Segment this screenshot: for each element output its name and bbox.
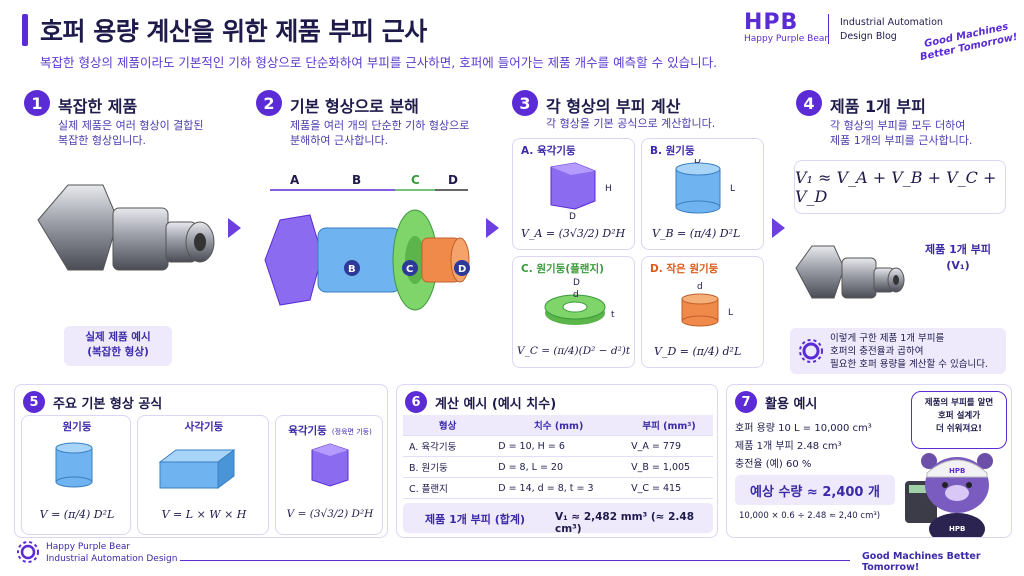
step2-panel: 2 기본 형상으로 분해 제품을 여러 개의 단순한 기하 형상으로 분해하여 … bbox=[250, 90, 480, 372]
svg-text:L: L bbox=[730, 184, 735, 194]
dim-label-a: A bbox=[290, 173, 300, 187]
formula-cylinder: V = (π/4) D²L bbox=[39, 508, 115, 521]
quantity-calc: 10,000 × 0.6 ÷ 2.48 ≈ 2,40 cm³) bbox=[739, 511, 881, 521]
table-row: A. 육각기둥 D = 10, H = 6 V_A = 779 bbox=[403, 435, 713, 457]
step4-number: 4 bbox=[796, 90, 822, 116]
brand-logo: HPB bbox=[744, 10, 799, 35]
speech-bubble: 제품의 부피를 알면 호퍼 설계가 더 쉬워져요! bbox=[911, 391, 1007, 449]
small-cylinder-icon: d L bbox=[681, 282, 733, 327]
flange-ring-icon: D d t bbox=[544, 278, 615, 325]
arrow-2-3 bbox=[486, 218, 499, 238]
hex-prism-icon bbox=[311, 443, 349, 487]
svg-text:D: D bbox=[569, 212, 576, 219]
formula-c: V_C = (π/4)(D² − d²)t bbox=[517, 345, 631, 357]
dim-label-c: C bbox=[411, 173, 420, 187]
footer-brand: Happy Purple Bear Industrial Automation … bbox=[46, 542, 178, 564]
arrow-1-2 bbox=[228, 218, 241, 238]
cylinder-icon-b: D L bbox=[675, 159, 735, 214]
step5-panel: 5 주요 기본 형상 공식 원기둥 V = (π/4) D²L 사각기둥 V =… bbox=[14, 384, 388, 538]
step3-title: 각 형상의 부피 계산 bbox=[546, 97, 681, 116]
svg-text:L: L bbox=[728, 308, 733, 318]
brand-subtitle: Happy Purple Bear bbox=[744, 34, 829, 44]
formula-card-cylinder: 원기둥 V = (π/4) D²L bbox=[21, 415, 131, 535]
dim-label-b: B bbox=[352, 173, 361, 187]
table-row: C. 플랜지 D = 14, d = 8, t = 3 V_C = 415 bbox=[403, 477, 713, 499]
svg-text:HPB: HPB bbox=[949, 525, 965, 533]
blog-name: Industrial Automation Design Blog bbox=[840, 17, 943, 42]
step3-number: 3 bbox=[512, 90, 538, 116]
step7-number: 7 bbox=[735, 391, 757, 413]
formula-a: V_A = (3√3/2) D²H bbox=[521, 227, 626, 240]
decomposed-shapes-illustration: A B C D B C D bbox=[264, 173, 470, 311]
dim-label-d: D bbox=[448, 173, 458, 187]
shape-card-c: C. 원기둥(플랜지) D d t V_C = (π/4)(D² − d²)t bbox=[512, 256, 635, 368]
unit-volume: 제품 1개 부피 2.48 cm³ bbox=[735, 441, 842, 452]
brand-divider bbox=[828, 14, 829, 44]
step5-title: 주요 기본 형상 공식 bbox=[53, 397, 163, 412]
step5-number: 5 bbox=[23, 391, 45, 413]
footer-divider bbox=[180, 560, 850, 561]
hopper-capacity: 호퍼 용량 10 L = 10,000 cm³ bbox=[735, 423, 872, 434]
step1-number: 1 bbox=[24, 90, 50, 116]
svg-text:H: H bbox=[605, 184, 612, 194]
box-prism-icon bbox=[158, 449, 236, 489]
formula-box: V = L × W × H bbox=[161, 508, 247, 521]
step4-panel: 4 제품 1개 부피 각 형상의 부피를 모두 더하여 제품 1개의 부피를 근… bbox=[790, 90, 1012, 374]
fill-rate: 충전율 (예) 60 % bbox=[735, 459, 812, 470]
svg-text:HPB: HPB bbox=[949, 467, 965, 475]
part-b-marker bbox=[344, 260, 360, 276]
step2-title: 기본 형상으로 분해 bbox=[290, 97, 419, 116]
formula-b: V_B = (π/4) D²L bbox=[652, 227, 741, 240]
gear-icon bbox=[17, 541, 39, 563]
arrow-3-4 bbox=[772, 218, 785, 238]
formula-card-hex: 육각기둥 (정육면 기둥) V = (3√3/2) D²H bbox=[275, 415, 383, 535]
product-icon bbox=[795, 245, 905, 299]
shape-card-d: D. 작은 원기둥 d L V_D = (π/4) d²L bbox=[641, 256, 764, 368]
total-volume-row: 제품 1개 부피 (합계) V₁ ≈ 2,482 mm³ (≈ 2.48 cm³… bbox=[403, 503, 713, 535]
svg-text:B: B bbox=[348, 264, 356, 275]
shape-card-a: A. 육각기둥 H D V_A = (3√3/2) D²H bbox=[512, 138, 635, 250]
page-title: 호퍼 용량 계산을 위한 제품 부피 근사 bbox=[40, 17, 427, 46]
svg-text:D: D bbox=[573, 278, 580, 288]
step6-panel: 6 계산 예시 (예시 치수) 형상 치수 (mm) 부피 (mm³) A. 육… bbox=[396, 384, 718, 538]
formula-card-box: 사각기둥 V = L × W × H bbox=[137, 415, 269, 535]
footer-slogan: Good Machines Better Tomorrow! bbox=[862, 551, 981, 573]
table-row: B. 원기둥 D = 8, L = 20 V_B = 1,005 bbox=[403, 456, 713, 478]
step3-desc: 각 형상을 기본 공식으로 계산합니다. bbox=[546, 117, 716, 130]
gear-icon bbox=[799, 339, 823, 363]
step6-title: 계산 예시 (예시 치수) bbox=[435, 397, 557, 412]
svg-text:D: D bbox=[458, 264, 466, 275]
bear-mascot-icon: HPB HPB bbox=[905, 453, 993, 537]
step1-caption: 실제 제품 예시 (복잡한 형상) bbox=[64, 326, 172, 366]
svg-text:d: d bbox=[697, 282, 703, 292]
step3-panel: 3 각 형상의 부피 계산 각 형상을 기본 공식으로 계산합니다. A. 육각… bbox=[506, 90, 768, 372]
step7-panel: 7 활용 예시 호퍼 용량 10 L = 10,000 cm³ 제품 1개 부피… bbox=[726, 384, 1012, 538]
step4-note: 이렇게 구한 제품 1개 부피를 호퍼의 충전율과 곱하여 필요한 호퍼 용량을… bbox=[790, 328, 1006, 374]
step1-desc: 실제 제품은 여러 형상이 결합된 복잡한 형상입니다. bbox=[58, 119, 204, 147]
cylinder-icon bbox=[55, 442, 93, 488]
svg-text:d: d bbox=[573, 290, 579, 300]
svg-text:C: C bbox=[406, 264, 413, 275]
svg-text:t: t bbox=[611, 310, 615, 320]
svg-text:D: D bbox=[694, 159, 701, 166]
total-volume-formula: V₁ ≈ V_A + V_B + V_C + V_D bbox=[794, 160, 1006, 214]
page-subtitle: 복잡한 형상의 제품이라도 기본적인 기하 형상으로 단순화하여 부피를 근사하… bbox=[40, 55, 718, 70]
hex-prism-icon: H D bbox=[550, 162, 612, 219]
step4-title: 제품 1개 부피 bbox=[830, 97, 926, 116]
title-accent-bar bbox=[22, 14, 28, 46]
formula-d: V_D = (π/4) d²L bbox=[654, 345, 742, 358]
estimated-quantity: 예상 수량 ≈ 2,400 개 bbox=[735, 475, 895, 505]
formula-hex: V = (3√3/2) D²H bbox=[286, 508, 374, 520]
complex-product-illustration bbox=[37, 184, 215, 271]
product-volume-label: 제품 1개 부피 (V₁) bbox=[925, 243, 991, 272]
step1-panel: 1 복잡한 제품 실제 제품은 여러 형상이 결합된 복잡한 형상입니다. 실제… bbox=[18, 90, 223, 372]
step4-desc: 각 형상의 부피를 모두 더하여 제품 1개의 부피를 근사합니다. bbox=[830, 119, 973, 147]
step1-title: 복잡한 제품 bbox=[58, 97, 138, 116]
step2-number: 2 bbox=[256, 90, 282, 116]
shape-card-b: B. 원기둥 D L V_B = (π/4) D²L bbox=[641, 138, 764, 250]
step6-number: 6 bbox=[405, 391, 427, 413]
step7-title: 활용 예시 bbox=[765, 397, 818, 412]
step2-desc: 제품을 여러 개의 단순한 기하 형상으로 분해하여 근사합니다. bbox=[290, 119, 470, 147]
